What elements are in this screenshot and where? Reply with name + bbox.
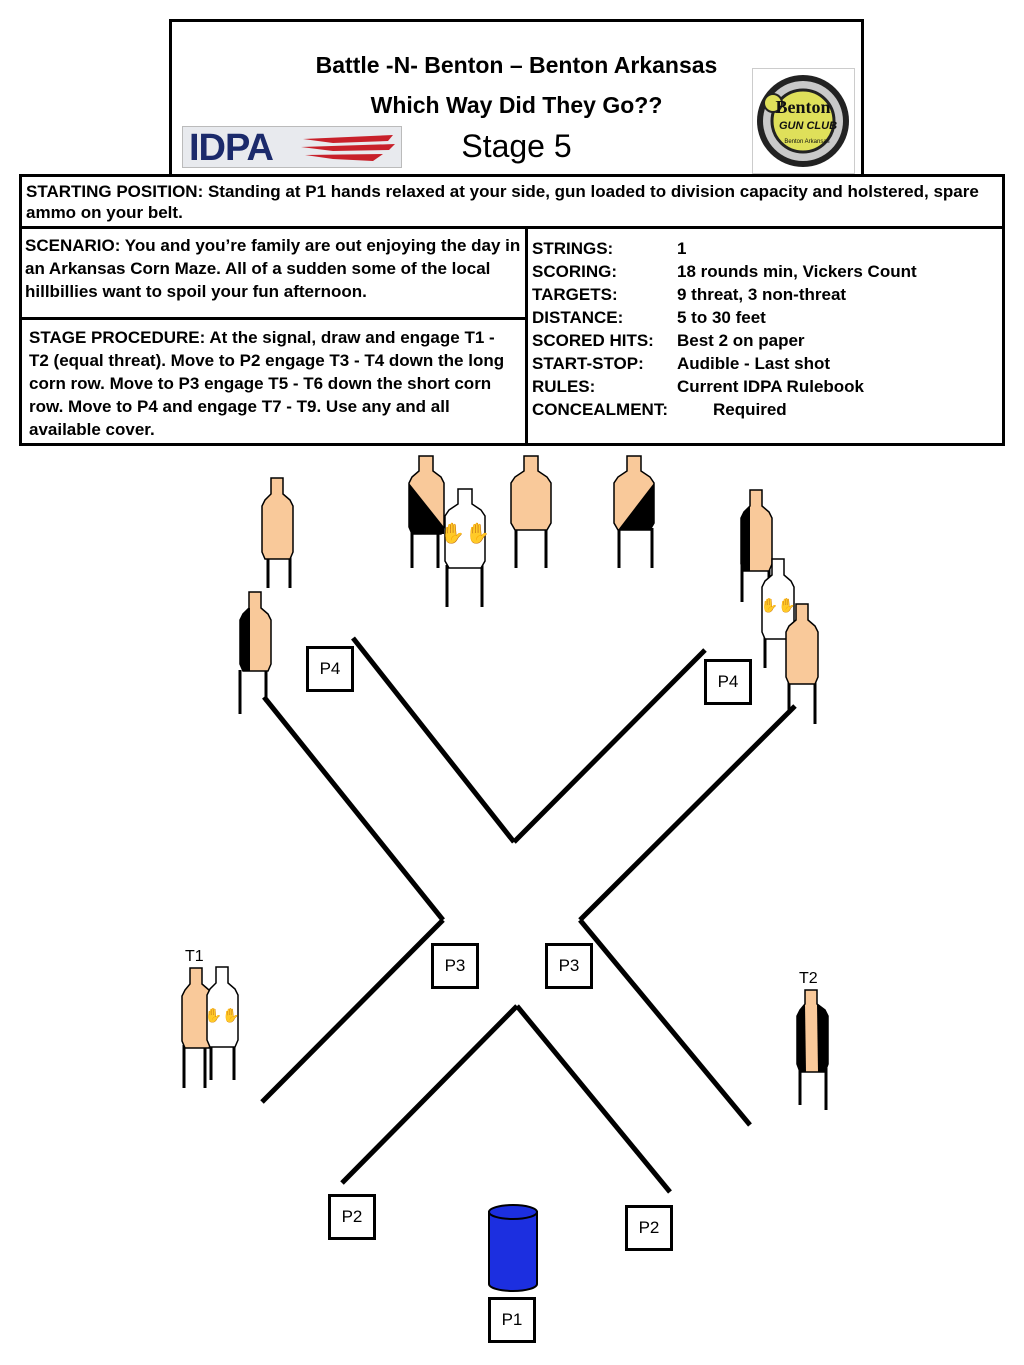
threat-target-hard-cover [238,591,272,714]
scenario-text: SCENARIO: You and you’re family are out … [22,229,525,320]
position-p2-right: P2 [625,1205,673,1251]
threat-target-hard-cover [613,455,655,568]
info-row-distance: DISTANCE: 5 to 30 feet [532,306,1001,329]
corn-row-wall [351,636,516,844]
info-key: SCORING: [532,262,617,281]
info-key: CONCEALMENT: [532,400,668,419]
info-value: Audible - Last shot [677,354,830,373]
corn-row-wall [260,918,445,1104]
info-row-scored-hits: SCORED HITS: Best 2 on paper [532,329,1001,352]
idpa-logo: IDPA [182,126,402,169]
info-row-strings: STRINGS: 1 [532,237,1001,260]
position-p4-left: P4 [306,646,354,692]
stage-procedure-text: STAGE PROCEDURE: At the signal, draw and… [29,328,505,439]
info-row-concealment: CONCEALMENT: Required [532,398,1001,421]
position-p4-right: P4 [704,659,752,705]
threat-target [261,477,294,588]
idpa-logo-text: IDPA [189,127,274,167]
non-threat-target: ✋✋ [440,488,490,607]
info-row-scoring: SCORING: 18 rounds min, Vickers Count [532,260,1001,283]
position-p2-left: P2 [328,1194,376,1240]
threat-target [510,455,552,568]
svg-text:Benton: Benton [775,97,830,117]
stage-number: Stage 5 [461,128,572,164]
svg-text:Benton Arkansas: Benton Arkansas [784,139,829,145]
stage-title: Which Way Did They Go?? [370,92,663,118]
stage-briefing-table: STARTING POSITION: Standing at P1 hands … [19,174,1005,446]
target-label-t1: T1 [185,948,204,965]
corn-row-wall [262,695,445,922]
target-t1-threat [181,967,213,1088]
svg-text:GUN CLUB: GUN CLUB [779,120,837,132]
threat-target-hard-cover [408,455,445,568]
info-key: STRINGS: [532,239,614,258]
position-p3-left: P3 [431,943,479,989]
info-value: 1 [677,239,687,258]
stage-info-list: STRINGS: 1 SCORING: 18 rounds min, Vickers… [528,229,1005,446]
briefing-left-column: SCENARIO: You and you’re family are out … [22,229,528,446]
position-p1-start: P1 [488,1297,536,1343]
hands-icon: ✋✋ [761,597,796,614]
threat-target-hard-cover [740,489,773,602]
corn-row-wall [512,648,707,844]
stage-header: Battle -N- Benton – Benton Arkansas Whic… [169,19,864,177]
info-value: 5 to 30 feet [677,308,766,327]
threat-target [785,603,819,724]
starting-position-text: STARTING POSITION: Standing at P1 hands … [22,177,1002,229]
corn-row-wall [578,704,797,922]
info-row-start-stop: START-STOP: Audible - Last shot [532,352,1001,375]
info-row-rules: RULES: Current IDPA Rulebook [532,375,1001,398]
barrel-start-icon [488,1204,538,1292]
info-key: TARGETS: [532,285,618,304]
info-key: RULES: [532,377,596,396]
corn-row-wall [340,1004,519,1185]
info-key: DISTANCE: [532,308,624,327]
hands-icon: ✋✋ [205,1007,240,1024]
info-value: Best 2 on paper [677,331,805,350]
corn-row-walls [260,636,797,1194]
position-p3-right: P3 [545,943,593,989]
info-value: 18 rounds min, Vickers Count [677,262,917,281]
hands-icon: ✋✋ [440,521,490,545]
target-t1-non-threat: ✋✋ [205,966,240,1080]
info-value: Required [713,400,787,419]
match-title: Battle -N- Benton – Benton Arkansas [315,52,718,78]
info-value: Current IDPA Rulebook [677,377,865,396]
benton-gun-club-logo: Benton GUN CLUB Benton Arkansas [752,68,855,174]
info-key: SCORED HITS: [532,331,654,350]
corn-row-wall [515,1004,672,1194]
info-row-targets: TARGETS: 9 threat, 3 non-threat [532,283,1001,306]
target-label-t2: T2 [799,970,818,987]
corn-row-wall [578,918,752,1127]
info-value: 9 threat, 3 non-threat [677,285,847,304]
target-t2-threat-hard-cover [796,989,829,1110]
info-key: START-STOP: [532,354,644,373]
